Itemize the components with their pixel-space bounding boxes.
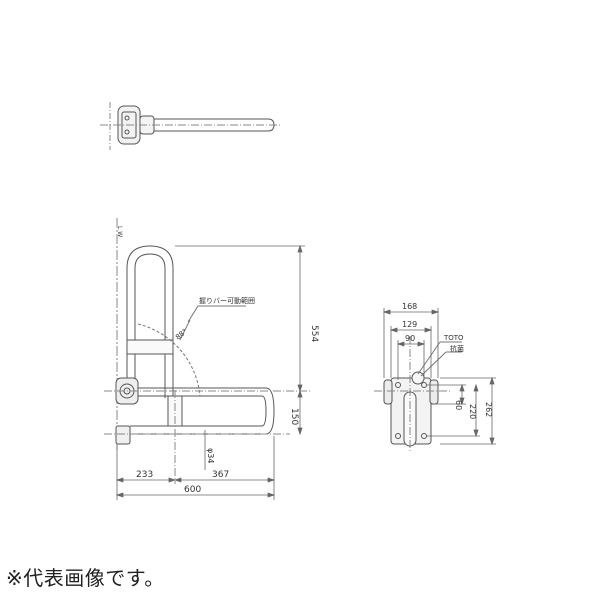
dim-height-total: 554 (309, 325, 319, 342)
dim-height-262: 262 (484, 402, 493, 417)
side-view (104, 218, 310, 484)
label-movable-range: 握りバー可動範囲 (199, 296, 255, 305)
front-view-dimensions (382, 308, 496, 446)
dim-height-lower: 150 (289, 408, 299, 425)
dim-depth-right: 367 (212, 470, 229, 480)
top-view (100, 102, 282, 150)
representative-image-note: ※代表画像です。 (6, 566, 165, 590)
dim-depth-total: 600 (184, 485, 201, 495)
label-antibacterial: 抗菌 (450, 344, 464, 353)
front-view (374, 336, 462, 452)
dim-height-220: 220 (468, 404, 477, 419)
dim-width-plate: 168 (402, 302, 417, 311)
label-brand: TOTO (443, 334, 464, 342)
dim-angle: 88° (174, 327, 189, 341)
dim-diameter: φ34 (206, 448, 215, 463)
label-side-marker: L W (116, 226, 123, 237)
side-view-dimensions (115, 244, 305, 500)
dim-width-inner: 90 (405, 334, 415, 343)
dim-width-mid: 129 (402, 320, 417, 329)
dim-height-60: 60 (454, 400, 463, 410)
dim-depth-left: 233 (136, 470, 153, 480)
